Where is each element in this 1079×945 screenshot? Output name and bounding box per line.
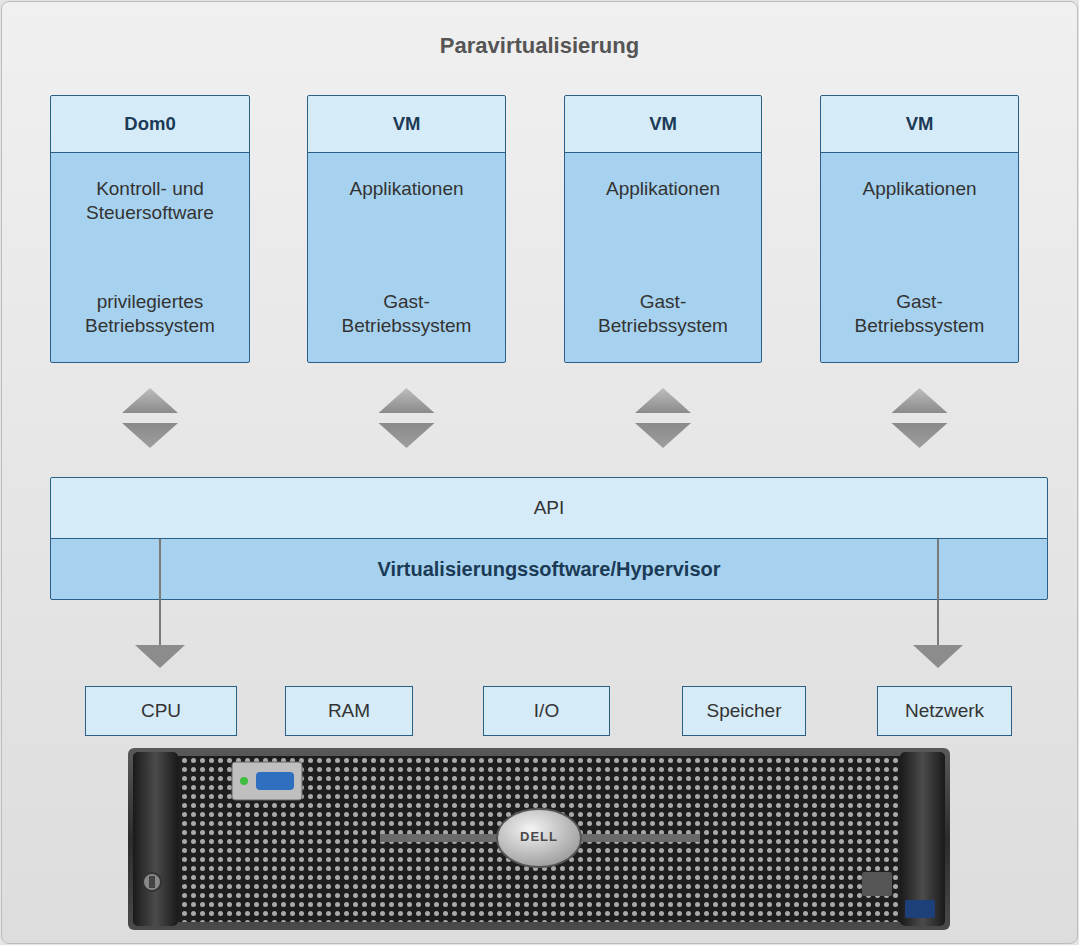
diagram-title: Paravirtualisierung	[0, 33, 1079, 59]
arrow-connector	[135, 539, 185, 668]
box-text: Kontroll- und Steuersoftware	[70, 177, 230, 225]
double-arrow	[892, 388, 948, 448]
box-heading: VM	[308, 96, 505, 152]
hypervisor-band: Virtualisierungssoftware/Hypervisor	[50, 538, 1048, 600]
arrow-head	[892, 423, 948, 448]
resource-box: Speicher	[682, 686, 806, 736]
box-text: Applikationen	[606, 177, 720, 201]
resource-box: RAM	[285, 686, 413, 736]
arrow-head	[892, 388, 948, 413]
arrow-connector	[913, 539, 963, 668]
box-text: Gast- Betriebssystem	[327, 290, 487, 338]
arrow-head	[122, 388, 178, 413]
control-domain-box: Dom0Kontroll- und Steuersoftware privileg…	[50, 95, 250, 363]
arrow-head	[635, 423, 691, 448]
vm-box: VM ApplikationenGast- Betriebssystem	[307, 95, 506, 363]
brand-logo-text: DELL	[499, 829, 579, 844]
box-text: Gast- Betriebssystem	[583, 290, 743, 338]
box-text: Applikationen	[862, 177, 976, 201]
arrow-head	[379, 423, 435, 448]
box-text: privilegiertes Betriebssystem	[70, 290, 230, 338]
box-heading: RAM	[328, 700, 370, 722]
box-heading: API	[534, 497, 565, 519]
double-arrow	[379, 388, 435, 448]
box-heading: Netzwerk	[905, 700, 984, 722]
box-heading: Dom0	[51, 96, 249, 152]
box-heading: Virtualisierungssoftware/Hypervisor	[377, 558, 720, 581]
box-heading: VM	[565, 96, 761, 152]
resource-box: CPU	[85, 686, 237, 736]
connector-line	[937, 539, 939, 645]
arrow-head	[379, 388, 435, 413]
arrow-head	[135, 645, 185, 668]
resource-box: Netzwerk	[877, 686, 1012, 736]
arrow-head	[913, 645, 963, 668]
vm-box: VM ApplikationenGast- Betriebssystem	[820, 95, 1019, 363]
box-heading: VM	[821, 96, 1018, 152]
api-band: API	[50, 477, 1048, 539]
box-heading: CPU	[141, 700, 181, 722]
vm-box: VM ApplikationenGast- Betriebssystem	[564, 95, 762, 363]
double-arrow	[122, 388, 178, 448]
connector-line	[159, 539, 161, 645]
arrow-head	[122, 423, 178, 448]
arrow-head	[635, 388, 691, 413]
box-heading: Speicher	[707, 700, 782, 722]
box-text: Gast- Betriebssystem	[840, 290, 1000, 338]
box-heading: I/O	[534, 700, 559, 722]
box-text: Applikationen	[349, 177, 463, 201]
resource-box: I/O	[483, 686, 610, 736]
double-arrow	[635, 388, 691, 448]
